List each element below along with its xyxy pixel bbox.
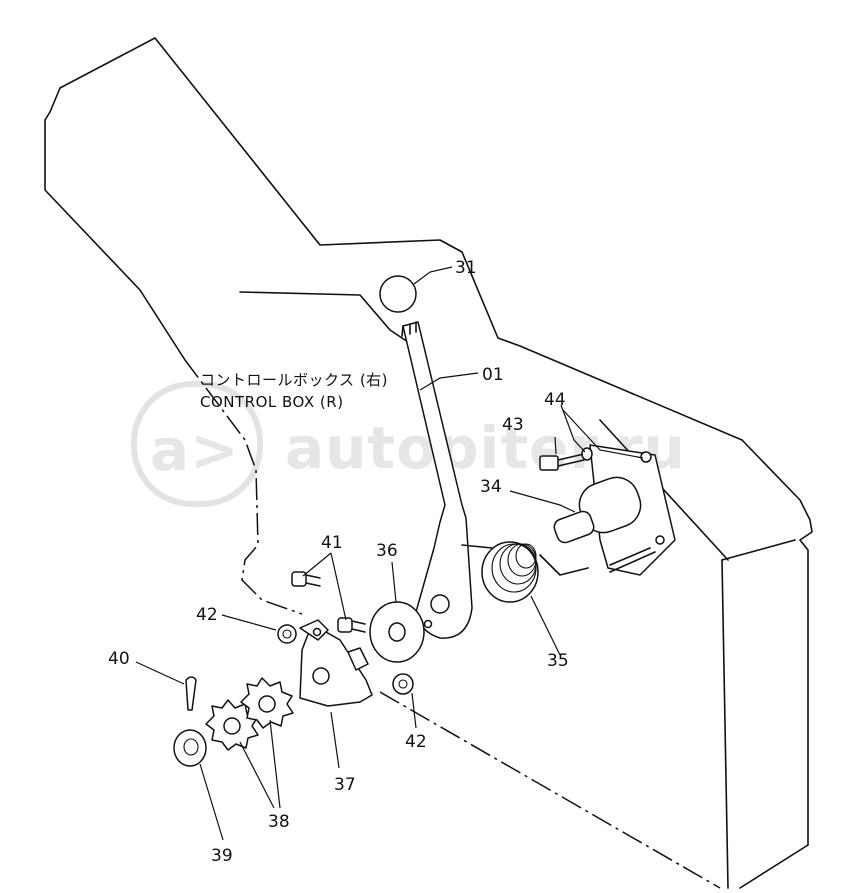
callout-39: 39 <box>211 846 233 866</box>
callout-41: 41 <box>321 533 343 553</box>
bolt-part-43 <box>539 453 585 471</box>
callout-31: 31 <box>455 258 477 278</box>
spring-part-35 <box>461 541 589 603</box>
control-box-housing <box>44 37 813 889</box>
title-japanese: コントロールボックス (右) <box>200 371 388 389</box>
callout-42-left: 42 <box>196 605 218 625</box>
leader-lines <box>135 266 644 841</box>
pin-part-40 <box>185 676 197 711</box>
nut-part-42 <box>277 624 414 695</box>
callout-37: 37 <box>334 775 356 795</box>
watermark-logo-mark: a> <box>150 416 240 484</box>
washer-part-36 <box>369 601 425 663</box>
callout-36: 36 <box>376 541 398 561</box>
title-english: CONTROL BOX (R) <box>200 393 344 411</box>
bracket-part-37 <box>299 619 373 707</box>
watermark: a> autopiter.ru <box>131 381 685 507</box>
knob-part-31 <box>379 275 417 313</box>
watermark-logo-frame <box>131 381 263 507</box>
callout-34: 34 <box>480 477 502 497</box>
callout-43: 43 <box>502 415 524 435</box>
callout-42-right: 42 <box>405 732 427 752</box>
solenoid-part-34 <box>553 444 676 576</box>
lock-washer-part-38 <box>205 677 294 751</box>
bolt-part-41 <box>291 571 366 633</box>
callout-38: 38 <box>268 812 290 832</box>
callout-35: 35 <box>547 651 569 671</box>
nut-part-39 <box>173 729 207 767</box>
callout-40: 40 <box>108 649 130 669</box>
callout-01: 01 <box>482 365 504 385</box>
callout-44: 44 <box>544 390 566 410</box>
